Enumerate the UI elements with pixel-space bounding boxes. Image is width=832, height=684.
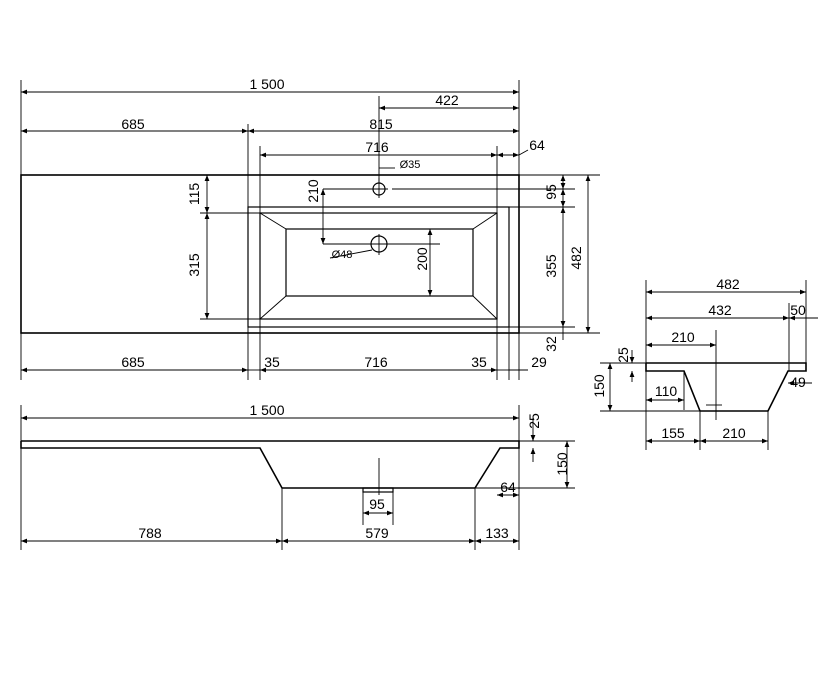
dim-side-bottom-front: 155	[661, 425, 685, 441]
dim-front-margin: 32	[543, 336, 559, 352]
front-view	[20, 405, 575, 550]
dim-basin-zone: 815	[369, 116, 393, 132]
dim-side-inner-depth: 432	[708, 302, 732, 318]
dim-front-right-inset: 64	[500, 479, 516, 495]
dim-basin-outer-depth: 355	[543, 254, 559, 278]
dim-tap-to-drain: 210	[305, 179, 321, 203]
dim-drain-diameter: Ø48	[332, 249, 353, 261]
dim-tap-hole-offset: 422	[435, 92, 459, 108]
dim-front-right-offset: 133	[485, 525, 509, 541]
basin-bottom	[285, 228, 474, 297]
top-countertop-outline	[20, 174, 520, 334]
dim-side-slab-thickness: 25	[615, 347, 631, 363]
dim-front-total-height: 150	[554, 452, 570, 476]
dim-basin-depth: 315	[186, 253, 202, 277]
dim-tap-hole-diameter: Ø35	[400, 159, 421, 171]
dim-side-overall-depth: 482	[716, 276, 740, 292]
dim-front-left-offset: 788	[138, 525, 162, 541]
dim-side-drain-position: 210	[671, 329, 695, 345]
dim-overall-depth: 482	[568, 246, 584, 270]
dim-bottom-left: 685	[121, 354, 145, 370]
dim-back-to-tap: 95	[543, 184, 559, 200]
dim-basin-width: 716	[365, 139, 389, 155]
side-view	[600, 280, 818, 450]
dim-side-front-offset: 110	[655, 383, 678, 399]
dim-left-deck: 685	[121, 116, 145, 132]
dim-side-back-margin: 50	[790, 302, 806, 318]
dim-bottom-end: 29	[531, 354, 547, 370]
dim-front-overall-width: 1 500	[249, 402, 284, 418]
top-view	[20, 80, 600, 380]
dim-overall-width: 1 500	[249, 76, 284, 92]
dim-side-total-height: 150	[591, 374, 607, 398]
front-drain	[362, 487, 394, 493]
dim-drain-offset: 200	[414, 247, 430, 271]
basin-outer-rim	[247, 206, 510, 328]
dim-back-margin: 115	[186, 183, 202, 206]
basin-bowl-edge	[259, 212, 498, 320]
dim-front-bottom-width: 579	[365, 525, 389, 541]
dim-side-slope: 49	[790, 374, 806, 390]
front-profile	[20, 440, 520, 489]
dim-front-slab-thickness: 25	[526, 413, 542, 429]
dim-side-bottom-width: 210	[722, 425, 746, 441]
dim-right-margin: 64	[529, 137, 545, 153]
dim-front-drain-width: 95	[369, 496, 385, 512]
dim-bottom-rim-right: 35	[471, 354, 487, 370]
dim-bottom-basin: 716	[364, 354, 388, 370]
dim-bottom-rim-left: 35	[264, 354, 280, 370]
